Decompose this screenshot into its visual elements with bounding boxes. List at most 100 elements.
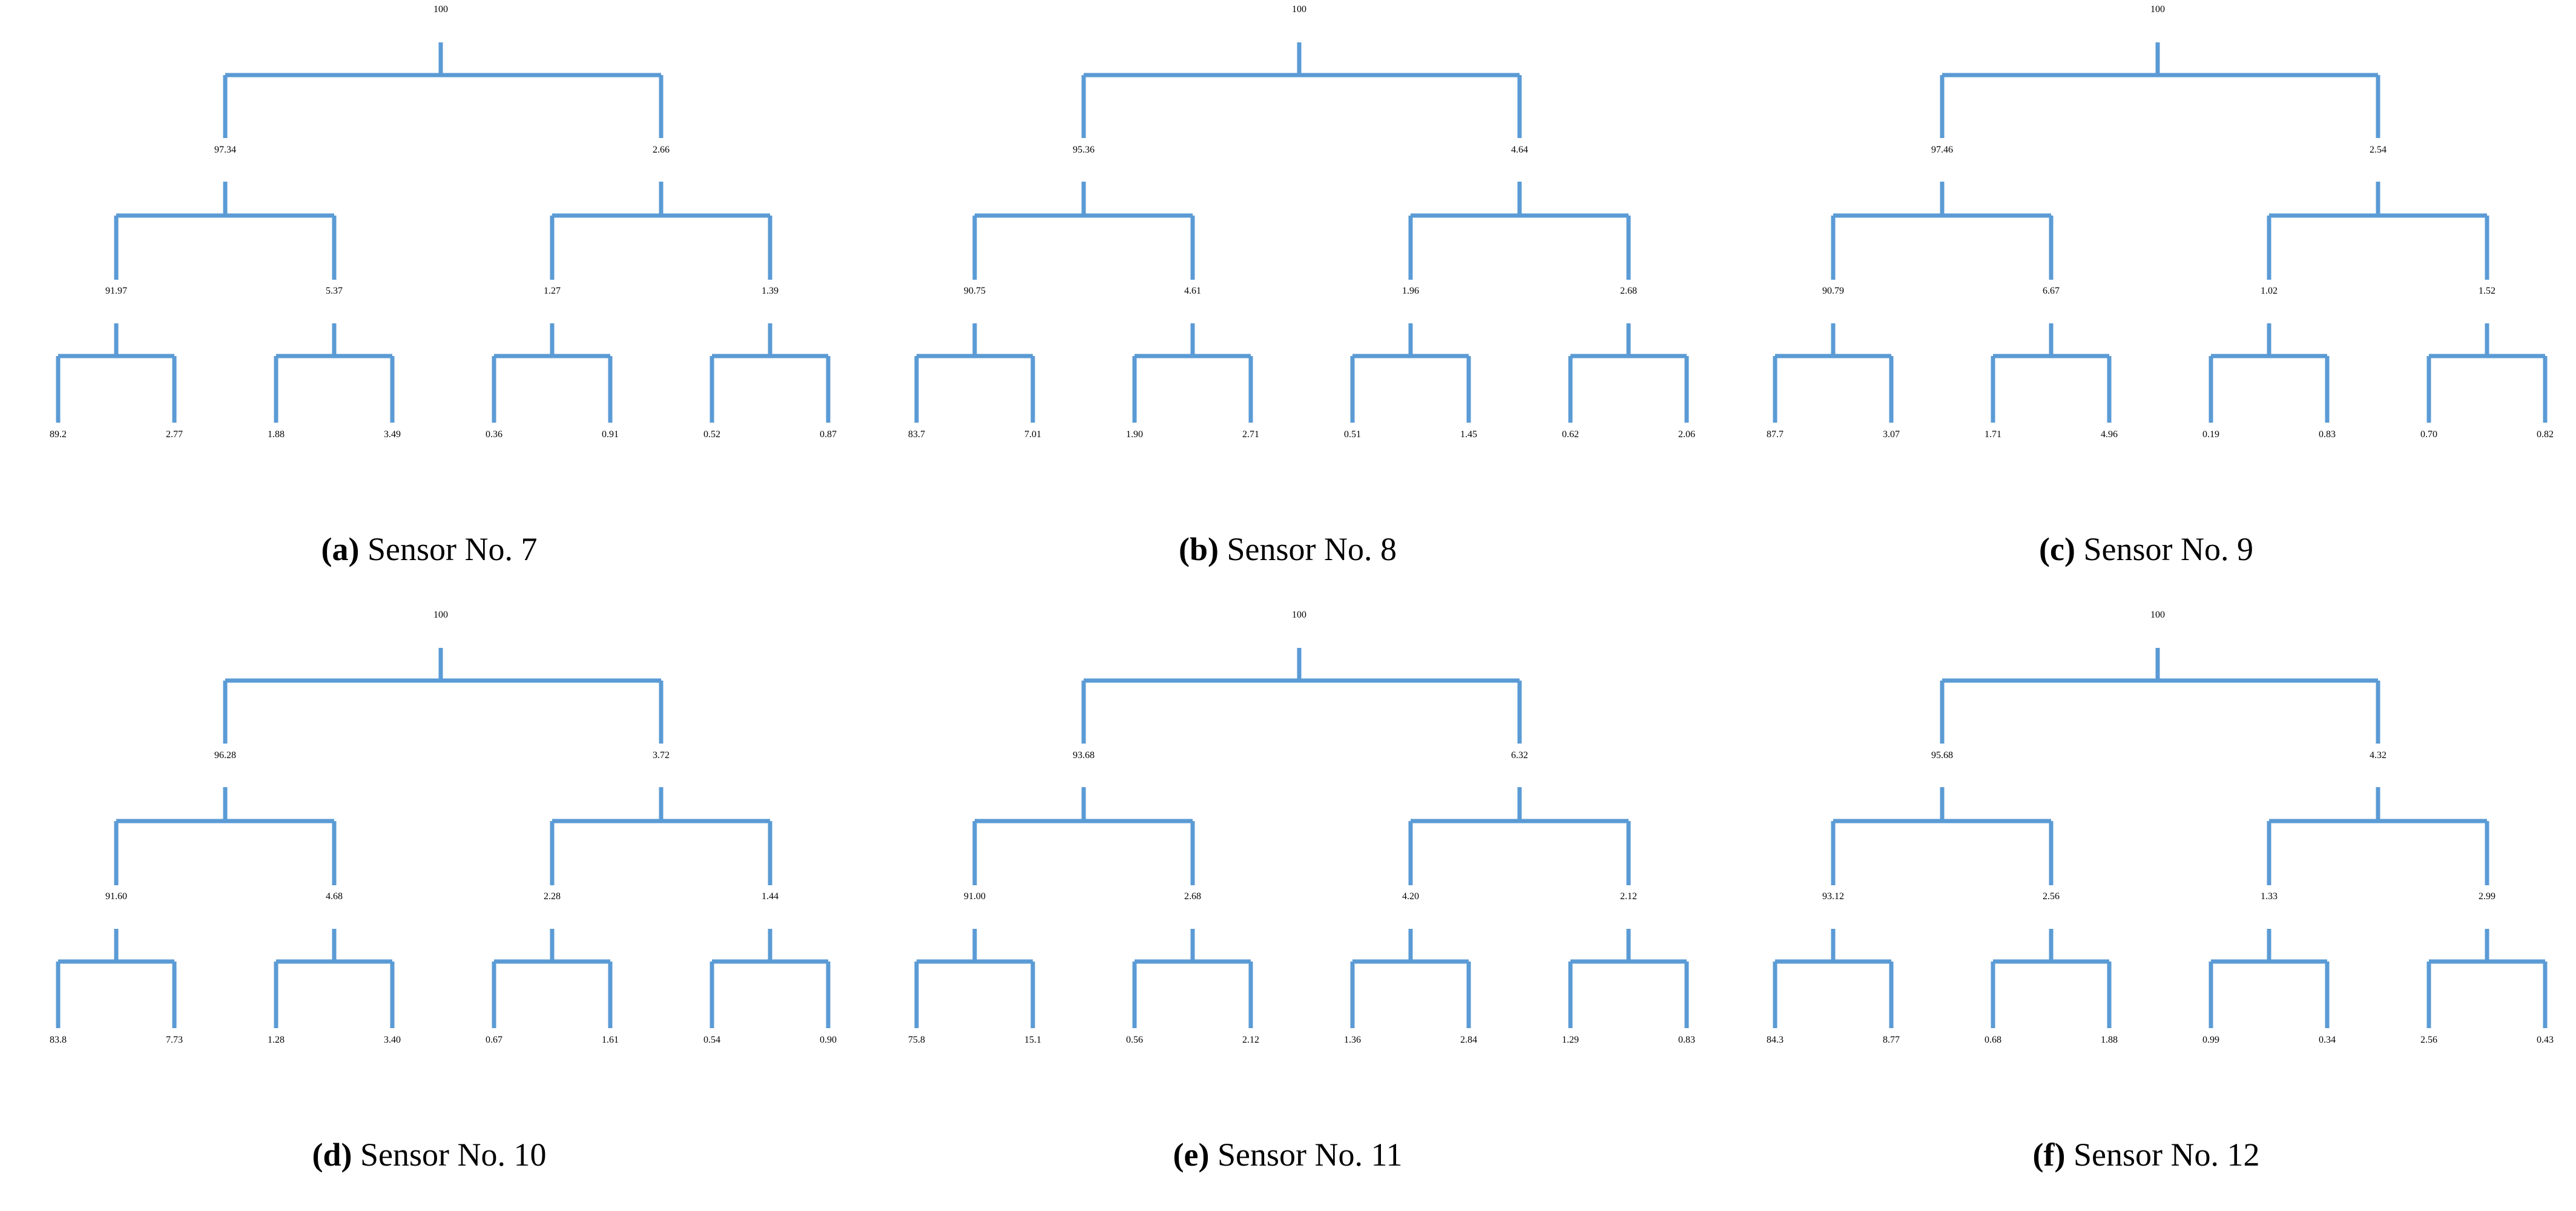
panel-caption: (c) Sensor No. 9 [1717,531,2575,567]
tree-node-value: 2.12 [1242,1035,1259,1045]
tree-node-value: 2.28 [544,891,561,902]
tree-node-value: 0.87 [820,429,837,440]
tree-node-value: 0.36 [486,429,502,440]
tree-connector-canvas [858,606,1717,1120]
panel-caption-tag: (f) [2032,1137,2066,1173]
tree-node-value: 1.27 [544,286,561,296]
tree-node-value: 100 [2150,4,2165,15]
tree-node-value: 2.54 [2370,145,2387,155]
tree-node-value: 1.71 [1985,429,2001,440]
tree-node-value: 96.28 [214,750,236,761]
tree-node-value: 0.54 [703,1035,720,1045]
tree-node-value: 0.90 [820,1035,837,1045]
tree-node-value: 4.96 [2101,429,2118,440]
tree-node-value: 83.8 [50,1035,67,1045]
tree-node-value: 2.12 [1620,891,1637,902]
tree-node-value: 0.91 [602,429,619,440]
tree-connector-canvas [858,0,1717,515]
panel-caption-tag: (c) [2039,531,2075,567]
tree-node-value: 75.8 [908,1035,925,1045]
tree-node-value: 1.96 [1402,286,1419,296]
tree-node-value: 0.62 [1562,429,1579,440]
tree-node-value: 1.33 [2261,891,2278,902]
tree-node-value: 8.77 [1883,1035,1900,1045]
tree-node-value: 91.00 [964,891,986,902]
tree-node-value: 1.52 [2479,286,2495,296]
tree-node-value: 2.68 [1184,891,1201,902]
tree-node-value: 4.20 [1402,891,1419,902]
tree-node-value: 90.79 [1822,286,1844,296]
tree-node-value: 91.97 [105,286,127,296]
panel-caption-tag: (a) [321,531,360,567]
tree-node-value: 0.34 [2319,1035,2336,1045]
tree-node-value: 100 [433,4,448,15]
panel-caption-tag: (d) [312,1137,352,1173]
tree-node-value: 89.2 [50,429,67,440]
tree-node-value: 83.7 [908,429,925,440]
tree-node-value: 0.70 [2420,429,2437,440]
tree-node-value: 15.1 [1024,1035,1041,1045]
tree-node-value: 4.64 [1511,145,1528,155]
tree-node-value: 4.61 [1184,286,1201,296]
tree-node-value: 4.32 [2370,750,2387,761]
tree-node-value: 4.68 [326,891,343,902]
tree-node-value: 0.52 [703,429,720,440]
tree-node-value: 95.68 [1931,750,1953,761]
tree-panel-a: 100 97.34 2.66 91.97 5.37 1.27 1.39 89.2 2.77 1.8… [0,0,858,606]
tree-node-value: 97.34 [214,145,236,155]
tree-node-value: 3.49 [384,429,401,440]
tree-node-value: 5.37 [326,286,343,296]
tree-node-value: 0.82 [2537,429,2554,440]
tree-node-value: 0.43 [2537,1035,2554,1045]
tree-node-value: 84.3 [1767,1035,1784,1045]
tree-node-value: 0.83 [1678,1035,1695,1045]
panel-caption: (e) Sensor No. 11 [858,1137,1717,1173]
tree-node-value: 0.67 [486,1035,502,1045]
tree-node-value: 93.68 [1073,750,1095,761]
tree-node-value: 1.88 [2101,1035,2118,1045]
tree-node-value: 2.56 [2420,1035,2437,1045]
tree-node-value: 2.77 [166,429,183,440]
panel-caption-text: Sensor No. 12 [2073,1137,2260,1173]
tree-node-value: 100 [433,610,448,620]
tree-node-value: 100 [1292,610,1306,620]
panel-caption-text: Sensor No. 7 [367,531,538,567]
tree-node-value: 2.56 [2043,891,2060,902]
panel-caption-tag: (b) [1179,531,1219,567]
tree-node-value: 1.39 [762,286,779,296]
tree-node-value: 100 [1292,4,1306,15]
tree-node-value: 0.83 [2319,429,2336,440]
tree-node-value: 100 [2150,610,2165,620]
tree-node-value: 1.88 [268,429,285,440]
panel-caption: (d) Sensor No. 10 [0,1137,858,1173]
panel-caption-text: Sensor No. 8 [1227,531,1397,567]
tree-node-value: 0.68 [1985,1035,2001,1045]
tree-node-value: 2.84 [1460,1035,1477,1045]
tree-node-value: 2.68 [1620,286,1637,296]
tree-node-value: 7.01 [1024,429,1041,440]
tree-node-value: 1.61 [602,1035,619,1045]
tree-node-value: 1.02 [2261,286,2278,296]
tree-node-value: 0.56 [1126,1035,1143,1045]
panel-caption-text: Sensor No. 11 [1217,1137,1403,1173]
tree-node-value: 87.7 [1767,429,1784,440]
tree-connector-canvas [1717,606,2575,1120]
tree-node-value: 2.99 [2479,891,2495,902]
tree-node-value: 93.12 [1822,891,1844,902]
tree-node-value: 97.46 [1931,145,1953,155]
panel-caption-text: Sensor No. 9 [2083,531,2253,567]
panel-caption-text: Sensor No. 10 [360,1137,547,1173]
tree-node-value: 1.28 [268,1035,285,1045]
tree-node-value: 7.73 [166,1035,183,1045]
tree-node-value: 3.07 [1883,429,1900,440]
tree-node-value: 0.51 [1344,429,1361,440]
tree-node-value: 2.66 [653,145,670,155]
tree-node-value: 1.36 [1344,1035,1361,1045]
panel-caption: (f) Sensor No. 12 [1717,1137,2575,1173]
tree-node-value: 1.44 [762,891,779,902]
tree-node-value: 91.60 [105,891,127,902]
tree-node-value: 95.36 [1073,145,1095,155]
